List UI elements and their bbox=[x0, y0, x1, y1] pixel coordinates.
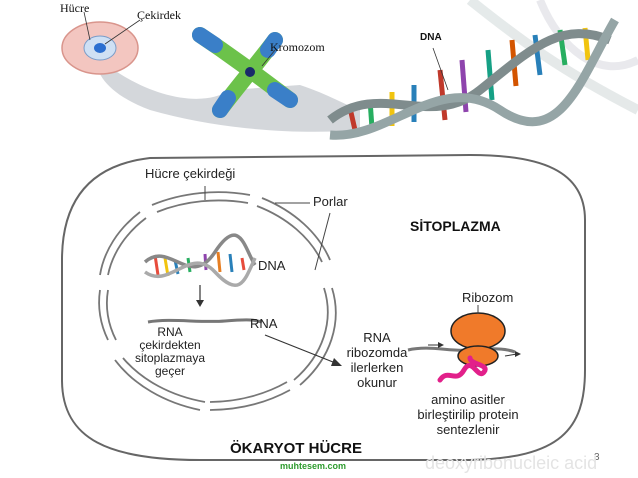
nucleus-label: Hücre çekirdeği bbox=[145, 166, 236, 181]
label-chromosome: Kromozom bbox=[270, 40, 325, 54]
rna-export-line-4: geçer bbox=[154, 364, 186, 378]
protein-line-3: sentezlenir bbox=[436, 422, 500, 437]
pores-label: Porlar bbox=[313, 194, 348, 209]
rna-export-note: RNA çekirdekten sitoplazmaya geçer bbox=[115, 326, 225, 378]
amino-acid-chain bbox=[437, 355, 488, 383]
chromosome-leader bbox=[261, 49, 276, 67]
diagram-panel bbox=[45, 140, 593, 472]
page-number: 3 bbox=[594, 452, 600, 463]
transcription-arrowhead bbox=[196, 300, 204, 307]
nucleus-dna-icon bbox=[143, 233, 257, 287]
export-arrow bbox=[264, 334, 339, 365]
rna-read-line-4: okunur bbox=[357, 375, 397, 390]
rna-read-note: RNA ribozomda ilerlerken okunur bbox=[332, 330, 422, 390]
dna-leader bbox=[432, 47, 449, 91]
protein-note: amino asitler birleştirilip protein sent… bbox=[388, 392, 548, 437]
cytoplasm-label: SİTOPLAZMA bbox=[410, 218, 501, 234]
cell-leader bbox=[83, 11, 91, 41]
rna-label-right: RNA bbox=[250, 316, 278, 331]
nucleus-leader bbox=[104, 19, 141, 45]
nuclear-envelope bbox=[98, 191, 337, 411]
export-arrowhead bbox=[331, 358, 342, 366]
ribosome-label: Ribozom bbox=[462, 290, 514, 305]
rna-strand-nucleus bbox=[147, 318, 263, 324]
cell-icon bbox=[61, 21, 139, 75]
dna-label: DNA bbox=[258, 258, 286, 273]
dna-helix-top bbox=[327, 17, 619, 140]
rna-export-line-1: RNA bbox=[157, 325, 183, 339]
protein-line-1: amino asitler bbox=[431, 392, 505, 407]
watermark-text: deoxyribonucleic acid bbox=[425, 453, 598, 473]
background-helix bbox=[466, 0, 638, 115]
rna-export-line-2: çekirdekten bbox=[139, 338, 201, 352]
ribosome-icon bbox=[407, 305, 521, 367]
label-nucleus: Çekirdek bbox=[137, 8, 181, 22]
chromosome-icon bbox=[192, 27, 298, 118]
label-cell: Hücre bbox=[60, 1, 90, 15]
cell-title: ÖKARYOT HÜCRE bbox=[230, 440, 362, 457]
pore-pointer-2 bbox=[314, 212, 331, 271]
rna-read-line-1: RNA bbox=[363, 330, 391, 345]
cell-membrane bbox=[61, 153, 586, 461]
rna-read-line-2: ribozomda bbox=[346, 345, 408, 360]
rna-read-line-3: ilerlerken bbox=[350, 360, 404, 375]
protein-line-2: birleştirilip protein bbox=[417, 407, 519, 422]
label-dna-top: DNA bbox=[420, 32, 442, 43]
rna-export-line-3: sitoplazmaya bbox=[134, 351, 206, 365]
source-mark: muhtesem.com bbox=[280, 461, 347, 471]
